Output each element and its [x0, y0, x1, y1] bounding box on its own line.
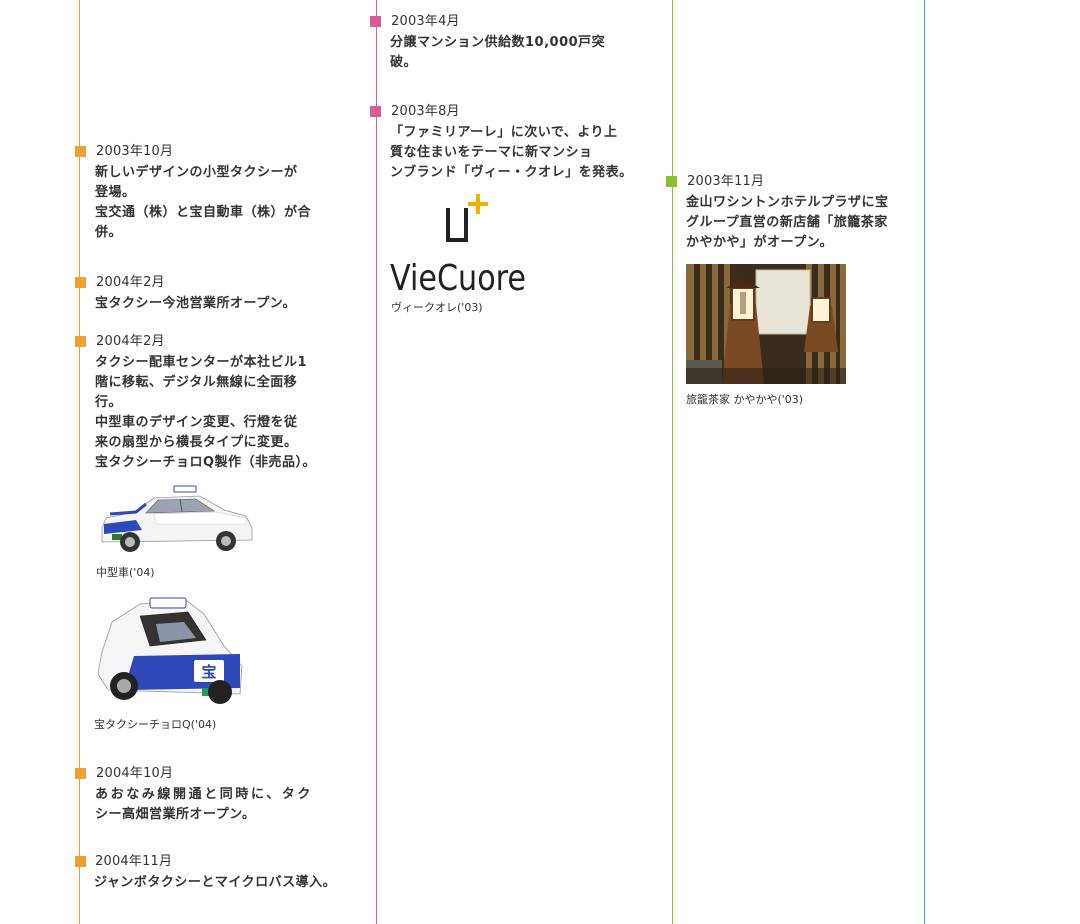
timeline-entry-2004-02-b: 2004年2月 タクシー配車センターが本社ビル1 階に移転、デジタル無線に全面移… — [75, 333, 335, 473]
entry-description: ジャンボタクシーとマイクロバス導入。 — [94, 875, 337, 890]
entry-date: 2003年10月 — [96, 144, 174, 159]
timeline-entry-2004-10: 2004年10月 あおなみ線開通と同時に、タク シー高畑営業所オープン。 — [75, 765, 335, 825]
entry-description: 「ファミリアーレ」に次いで、より上 質な住まいをテーマに新マンショ ンブランド「… — [390, 125, 633, 180]
timeline-marker-icon — [75, 277, 86, 288]
timeline-entry-2003-08: 2003年8月 「ファミリアーレ」に次いで、より上 質な住まいをテーマに新マンシ… — [370, 103, 633, 183]
timeline-marker-icon — [370, 106, 381, 117]
entry-date: 2004年2月 — [96, 275, 165, 290]
viecuore-logo: VieCuore — [390, 194, 530, 299]
entry-date: 2003年8月 — [391, 104, 460, 119]
entry-description: 新しいデザインの小型タクシーが 登場。 宝交通（株）と宝自動車（株）が合 併。 — [95, 165, 312, 240]
entry-date: 2004年2月 — [96, 334, 165, 349]
entry-date: 2004年11月 — [95, 854, 173, 869]
entry-description: タクシー配車センターが本社ビル1 階に移転、デジタル無線に全面移 行。 中型車の… — [95, 355, 317, 470]
timeline-marker-icon — [75, 146, 86, 157]
timeline-entry-2004-11: 2004年11月 ジャンボタクシーとマイクロバス導入。 — [75, 853, 345, 893]
entry-description: 分譲マンション供給数10,000戸突 破。 — [390, 35, 606, 70]
timeline-marker-icon — [666, 176, 677, 187]
timeline-line-3 — [672, 0, 673, 924]
taxi-sedan-image — [96, 484, 256, 560]
viecuore-caption: ヴィークオレ('03) — [391, 301, 483, 314]
entry-date: 2003年11月 — [687, 174, 765, 189]
choroq-plate-text: 宝 — [201, 663, 216, 681]
kayakaya-photo-caption: 旅籠茶家 かやかや('03) — [686, 393, 804, 406]
timeline-marker-icon — [75, 768, 86, 779]
choroq-toy-caption: 宝タクシーチョロQ('04) — [94, 718, 217, 731]
timeline-entry-2003-11: 2003年11月 金山ワシントンホテルプラザに宝 グループ直営の新店舗「旅籠茶家… — [666, 173, 906, 253]
timeline-marker-icon — [75, 336, 86, 347]
timeline-entry-2003-04: 2003年4月 分譲マンション供給数10,000戸突 破。 — [370, 13, 630, 73]
kayakaya-restaurant-photo — [686, 264, 846, 384]
timeline-line-1 — [79, 0, 80, 924]
viecuore-logo-text: VieCuore — [390, 258, 526, 294]
entry-date: 2003年4月 — [391, 14, 460, 29]
timeline-entry-2004-02-a: 2004年2月 宝タクシー今池営業所オープン。 — [75, 274, 335, 314]
timeline-line-4 — [924, 0, 925, 924]
entry-description: 金山ワシントンホテルプラザに宝 グループ直営の新店舗「旅籠茶家 かやかや」がオー… — [686, 195, 889, 250]
timeline-line-2 — [376, 0, 377, 924]
timeline-entry-2003-10: 2003年10月 新しいデザインの小型タクシーが 登場。 宝交通（株）と宝自動車… — [75, 143, 335, 243]
timeline-marker-icon — [75, 856, 86, 867]
entry-date: 2004年10月 — [96, 766, 174, 781]
entry-description: あおなみ線開通と同時に、タク シー高畑営業所オープン。 — [95, 787, 314, 822]
timeline-marker-icon — [370, 16, 381, 27]
taxi-sedan-caption: 中型車('04) — [96, 566, 155, 579]
choroq-toy-image: 宝 — [94, 594, 246, 712]
entry-description: 宝タクシー今池営業所オープン。 — [95, 296, 296, 311]
